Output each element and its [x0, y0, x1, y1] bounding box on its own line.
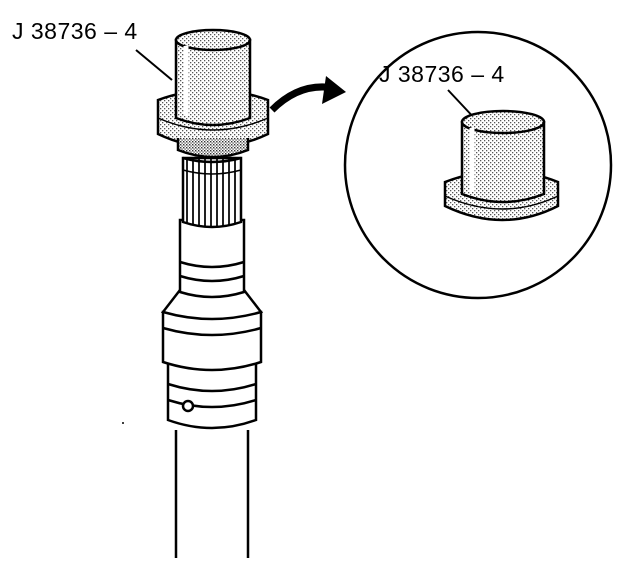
detail-view: [343, 30, 613, 300]
detail-arrow-icon: [269, 76, 346, 113]
shaft-hole-icon: [181, 399, 195, 413]
axle-shaft: [160, 156, 264, 558]
tool-label-detail: J 38736 – 4: [379, 61, 505, 87]
tool-label-main: J 38736 – 4: [12, 18, 138, 44]
tool-detail: [443, 109, 560, 222]
tool-installed: [156, 28, 270, 159]
main-label-leader: [135, 49, 173, 81]
